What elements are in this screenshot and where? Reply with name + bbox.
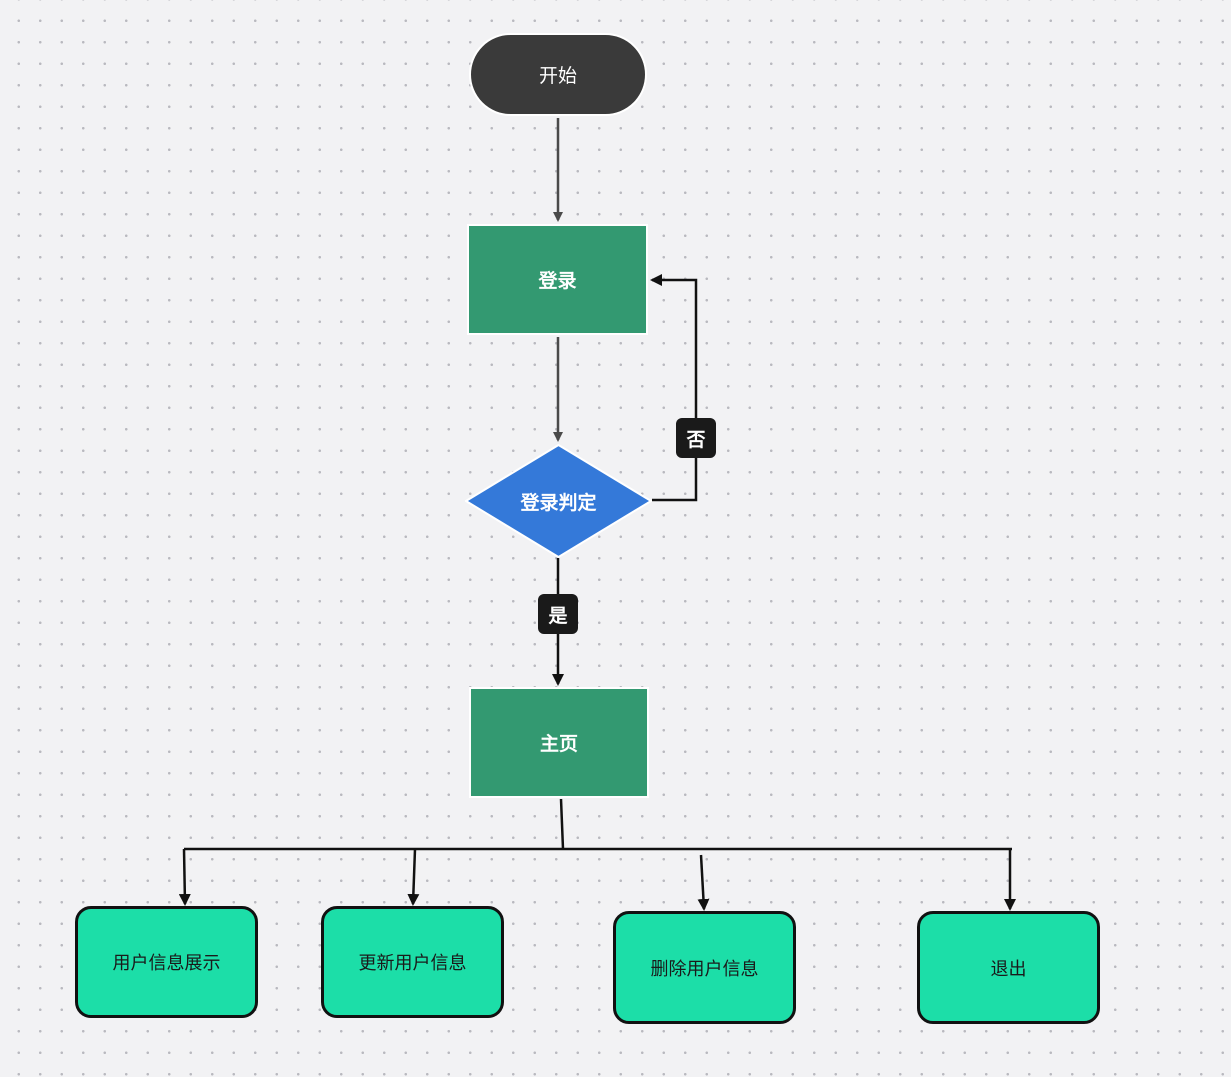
edge-home-to-delete-user-info[interactable] bbox=[697, 854, 710, 911]
login-node[interactable]: 登录 bbox=[467, 224, 648, 335]
show-user-info-node[interactable]: 用户信息展示 bbox=[75, 906, 258, 1018]
start-node[interactable]: 开始 bbox=[469, 33, 647, 116]
start-node-label: 开始 bbox=[538, 65, 577, 87]
decision-diamond-shape bbox=[465, 444, 652, 558]
edge-home-to-branch[interactable] bbox=[559, 798, 565, 850]
show-user-info-label: 用户信息展示 bbox=[112, 953, 221, 974]
delete-user-info-node[interactable]: 删除用户信息 bbox=[613, 911, 796, 1024]
home-node-label: 主页 bbox=[539, 733, 578, 755]
edge-label-no[interactable]: 否 bbox=[676, 418, 716, 458]
edge-label-yes[interactable]: 是 bbox=[538, 594, 578, 634]
edge-label-yes-text: 是 bbox=[548, 604, 568, 627]
edge-label-no-text: 否 bbox=[686, 428, 706, 451]
update-user-info-node[interactable]: 更新用户信息 bbox=[321, 906, 504, 1018]
delete-user-info-label: 删除用户信息 bbox=[650, 958, 759, 980]
login-check-node-label: 登录判定 bbox=[520, 491, 597, 514]
edge-home-to-update-user-info[interactable] bbox=[407, 848, 420, 906]
edge-home-to-show-user-info[interactable] bbox=[178, 848, 191, 906]
edge-decision-to-login-no[interactable] bbox=[650, 274, 698, 502]
login-check-decision-node[interactable]: 登录判定 bbox=[465, 444, 652, 558]
home-node[interactable]: 主页 bbox=[469, 687, 649, 798]
update-user-info-label: 更新用户信息 bbox=[358, 953, 467, 974]
login-node-label: 登录 bbox=[538, 270, 577, 292]
exit-node-label: 退出 bbox=[990, 958, 1027, 980]
exit-node[interactable]: 退出 bbox=[917, 911, 1100, 1024]
